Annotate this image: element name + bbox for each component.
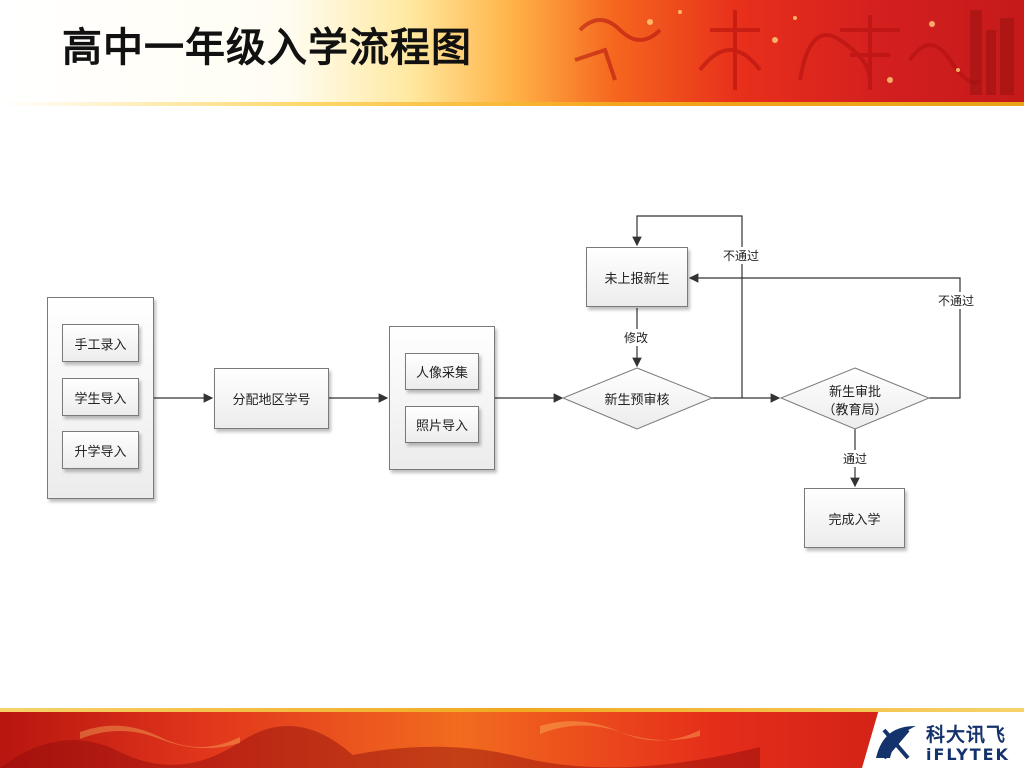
edge-label-reject-right: 不通过 [938, 292, 975, 309]
header-divider [0, 102, 1024, 106]
complete-enrollment-node[interactable]: 完成入学 [804, 488, 905, 548]
edge-label-reject-top: 不通过 [723, 247, 760, 264]
logo-chinese-name: 科大讯飞 [926, 724, 1007, 746]
footer-divider [0, 708, 1024, 712]
photo-group [389, 326, 495, 470]
photo-capture-node[interactable]: 人像采集 [405, 353, 479, 390]
logo-english-name: iFLYTEK [926, 745, 1010, 764]
edge-prereview-reject-loop [632, 215, 743, 398]
not-reported-node[interactable]: 未上报新生 [586, 247, 688, 307]
footer-banner: 科大讯飞 iFLYTEK [0, 712, 1024, 768]
approval-label-line1: 新生审批 [828, 385, 881, 400]
footer-decoration [0, 721, 760, 768]
header-banner: 高中一年级入学流程图 [0, 0, 1024, 102]
manual-entry-node[interactable]: 手工录入 [62, 324, 139, 362]
edge-label-modify: 修改 [624, 329, 649, 346]
student-import-node[interactable]: 学生导入 [62, 378, 139, 416]
pre-review-label: 新生预审核 [604, 393, 670, 408]
approval-label-line2: （教育局） [822, 403, 888, 418]
edge-label-pass: 通过 [843, 450, 868, 467]
header-decoration [574, 10, 1014, 95]
assign-region-id-node[interactable]: 分配地区学号 [214, 368, 329, 429]
photo-import-node[interactable]: 照片导入 [405, 406, 479, 443]
page-title: 高中一年级入学流程图 [62, 25, 472, 71]
promotion-import-node[interactable]: 升学导入 [62, 431, 139, 469]
edge-approval-reject-loop [688, 273, 961, 399]
iflytek-logo-icon [876, 726, 916, 760]
